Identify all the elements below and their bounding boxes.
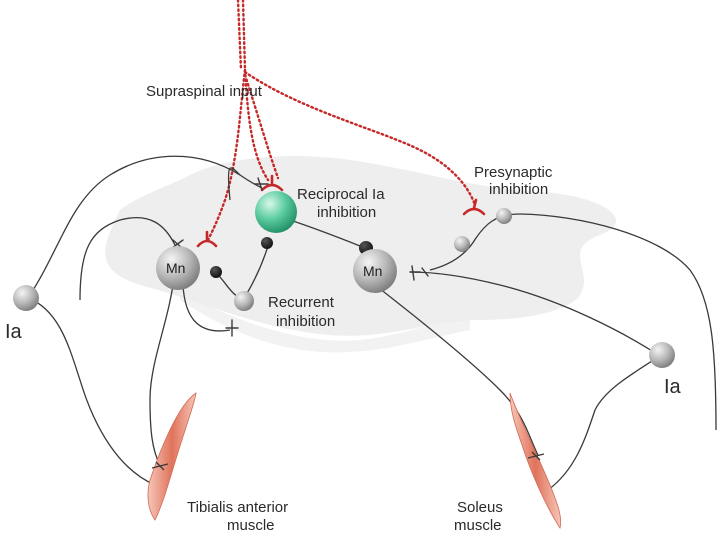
terminal-recurrent bbox=[225, 319, 239, 337]
ia-right-afferent bbox=[547, 355, 661, 491]
soleus-muscle bbox=[509, 392, 562, 529]
ia-right-cell bbox=[649, 342, 675, 368]
label-reciprocal-2: inhibition bbox=[317, 204, 376, 221]
label-reciprocal-1: Reciprocal Ia bbox=[297, 186, 385, 203]
supraspinal-pathways bbox=[206, 0, 477, 242]
spinal-cord-region-lower bbox=[180, 290, 470, 353]
tibialis-anterior-muscle bbox=[147, 392, 197, 521]
ia-left-cell bbox=[13, 285, 39, 311]
label-supraspinal-input: Supraspinal input bbox=[146, 83, 263, 100]
ia-right-to-cord bbox=[409, 271, 661, 357]
label-presynaptic-2: inhibition bbox=[489, 181, 548, 198]
red-terminal-presynaptic bbox=[462, 198, 486, 216]
ia-left-to-reciprocal bbox=[227, 167, 241, 201]
label-soleus-2: muscle bbox=[454, 517, 502, 534]
mn-left-axon bbox=[149, 269, 176, 466]
recurrent-interneuron bbox=[234, 291, 254, 311]
reciprocal-to-mn-right bbox=[289, 219, 361, 247]
supraspinal-trunk-2 bbox=[236, 0, 243, 72]
presynaptic-interneuron-a bbox=[496, 208, 512, 224]
label-tibialis-1: Tibialis anterior bbox=[187, 499, 288, 516]
label-tibialis-2: muscle bbox=[227, 517, 275, 534]
label-soleus-1: Soleus bbox=[457, 499, 503, 516]
supraspinal-terminals bbox=[196, 174, 486, 248]
inhibitory-terminal-reciprocal-top bbox=[261, 237, 273, 249]
supraspinal-trunk bbox=[241, 0, 247, 72]
label-ia-right: Ia bbox=[664, 376, 682, 398]
supraspinal-to-presynaptic bbox=[243, 70, 477, 207]
tibialis-endplate bbox=[151, 461, 169, 471]
terminal-reciprocal-ia bbox=[254, 177, 269, 191]
red-terminal-mn-left bbox=[196, 230, 218, 248]
ia-left-to-cord bbox=[27, 155, 263, 299]
mn-left-collateral bbox=[182, 284, 231, 332]
reciprocal-ia-interneuron bbox=[255, 191, 297, 233]
mn-right-axon bbox=[374, 284, 539, 456]
neuron-axons bbox=[27, 155, 717, 491]
recurrent-to-reciprocal bbox=[245, 245, 269, 296]
supraspinal-to-reciprocal-a bbox=[243, 68, 270, 182]
soleus-endplate bbox=[527, 451, 545, 461]
label-presynaptic-1: Presynaptic bbox=[474, 164, 553, 181]
presynaptic-interneuron-b bbox=[454, 236, 470, 252]
ia-left-branch-mn bbox=[79, 216, 176, 301]
red-terminal-reciprocal bbox=[260, 174, 284, 192]
label-recurrent-2: inhibition bbox=[276, 313, 335, 330]
supraspinal-to-reciprocal-b bbox=[243, 73, 280, 180]
supraspinal-to-mn-left bbox=[206, 68, 247, 242]
label-recurrent-1: Recurrent bbox=[268, 294, 335, 311]
motoneuron-left bbox=[156, 246, 200, 290]
terminal-mn-right bbox=[409, 265, 421, 281]
label-mn-right: Mn bbox=[363, 263, 382, 279]
label-mn-left: Mn bbox=[166, 260, 185, 276]
presynaptic-axon-path bbox=[429, 213, 717, 431]
terminal-presynaptic-small bbox=[421, 267, 429, 277]
inhibitory-terminal-mn-left bbox=[210, 266, 222, 278]
label-ia-left: Ia bbox=[5, 321, 23, 343]
ia-left-afferent bbox=[27, 297, 156, 486]
motoneuron-right bbox=[353, 249, 397, 293]
